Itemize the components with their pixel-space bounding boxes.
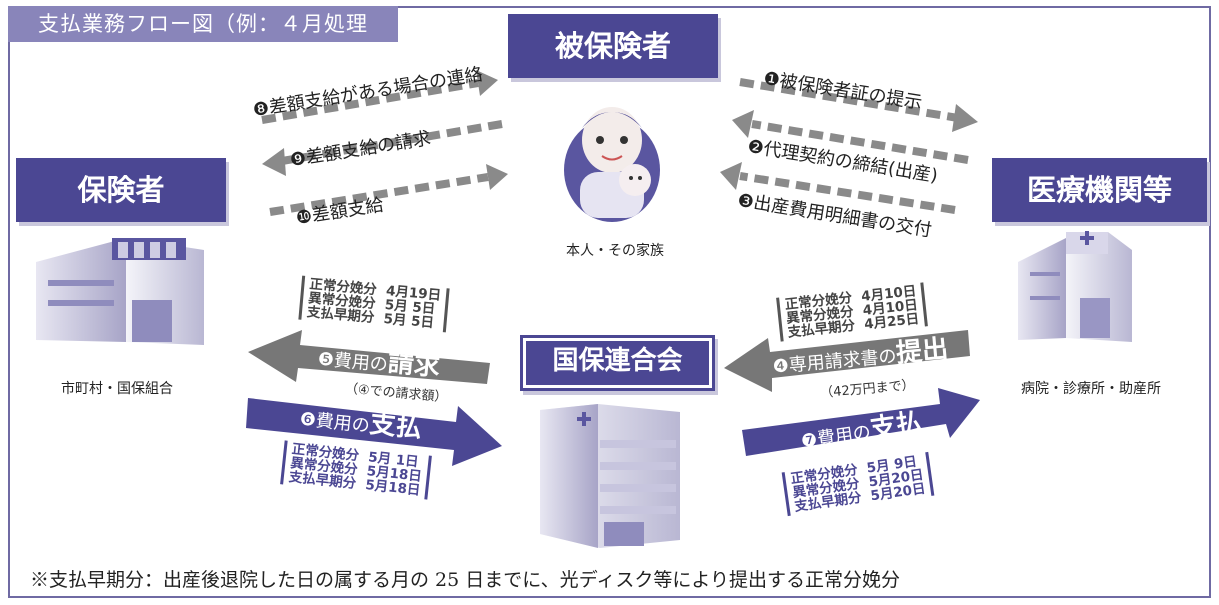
step-5-prefix: ❺費用の — [316, 348, 389, 376]
step-6-bold: 支払 — [368, 409, 424, 445]
medical-caption: 病院・診療所・助産所 — [1021, 381, 1161, 397]
arrow-step-3 — [720, 162, 956, 214]
step-7-bold: 支払 — [868, 407, 924, 445]
arrow-step-2 — [732, 110, 969, 164]
step-4-bold: 提出 — [894, 334, 950, 369]
insurer-caption: 市町村・国保組合 — [61, 381, 173, 397]
arrow-step-8 — [261, 70, 498, 124]
mother-baby-illustration — [564, 107, 660, 222]
arrow-step-4 — [724, 330, 970, 392]
arrow-step-9 — [262, 120, 503, 176]
footnote: ※支払早期分：出産後退院した日の属する月の 25 日までに、光ディスク等により提… — [30, 569, 900, 591]
hospital-building-illustration — [1018, 231, 1132, 342]
kokuho-building-illustration — [540, 404, 680, 548]
city-hall-building-illustration — [36, 238, 204, 345]
insured-caption: 本人・その家族 — [566, 243, 664, 259]
step-6-prefix: ❻費用の — [298, 408, 371, 437]
kokuho-federation-node: 国保連合会 — [520, 335, 715, 391]
step-5-bold: 請求 — [386, 347, 442, 383]
arrow-step-6 — [246, 398, 502, 466]
insurer-node: 保険者 — [16, 158, 226, 222]
diagram-title: 支払業務フロー図（例：４月処理分） — [8, 6, 398, 72]
arrow-step-1 — [739, 78, 978, 132]
arrow-step-5 — [248, 330, 490, 384]
arrow-step-10 — [269, 164, 508, 216]
medical-institution-node: 医療機関等 — [992, 158, 1207, 222]
arrow-step-7 — [742, 388, 980, 456]
insured-node: 被保険者 — [508, 14, 718, 78]
